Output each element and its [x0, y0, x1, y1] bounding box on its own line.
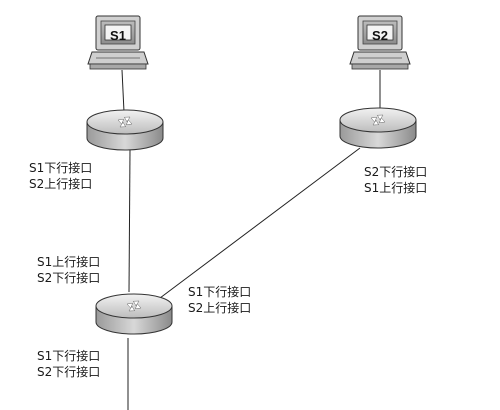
router3-right-line-1: S1下行接口: [188, 285, 252, 299]
link-s1-router1: [121, 69, 125, 113]
computer-s1-label: S1: [110, 28, 126, 43]
router3-lower-line-2: S2下行接口: [37, 365, 101, 379]
router-icon-3: [95, 293, 173, 335]
router1-label-line-2: S2上行接口: [29, 177, 93, 191]
router1-interface-labels: S1下行接口 S2上行接口: [29, 160, 92, 192]
computer-s2: [349, 15, 411, 70]
router2-label-line-1: S2下行接口: [364, 165, 428, 179]
router3-right-interface-labels: S1下行接口 S2上行接口: [188, 284, 251, 316]
link-router2-router3: [159, 147, 361, 299]
router1-label-line-1: S1下行接口: [29, 161, 93, 175]
router-icon-2: [339, 107, 417, 149]
router3-lower-interface-labels: S1下行接口 S2下行接口: [37, 348, 100, 380]
computer-s1: [87, 15, 149, 70]
router2-label-line-2: S1上行接口: [364, 181, 428, 195]
router2-interface-labels: S2下行接口 S1上行接口: [364, 164, 427, 196]
router3-lower-line-1: S1下行接口: [37, 349, 101, 363]
computer-s2-label: S2: [372, 28, 388, 43]
router3-upper-line-1: S1上行接口: [37, 255, 101, 269]
router3-right-line-2: S2上行接口: [188, 301, 252, 315]
router3-upper-line-2: S2下行接口: [37, 271, 101, 285]
link-router1-router3: [128, 149, 131, 293]
router3-upper-interface-labels: S1上行接口 S2下行接口: [37, 254, 100, 286]
router-icon-1: [86, 109, 164, 151]
